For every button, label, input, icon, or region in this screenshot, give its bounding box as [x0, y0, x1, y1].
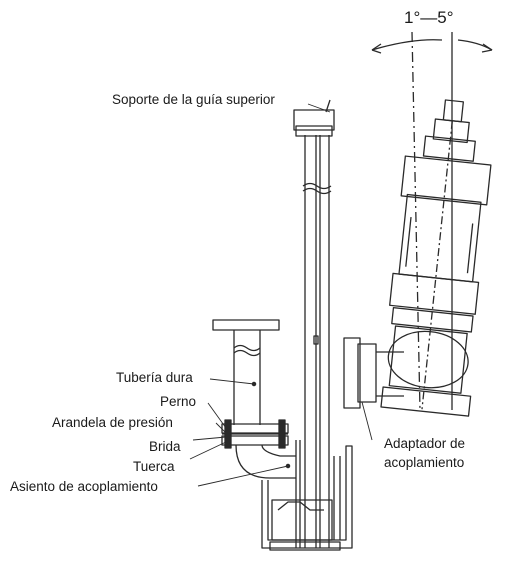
coupling-seat — [235, 440, 353, 551]
lock-washer-label: Arandela de presión — [52, 415, 173, 430]
coupling-adapter — [343, 337, 404, 409]
guide-rail — [293, 99, 335, 548]
flange-joint — [221, 419, 289, 449]
bolt-label: Perno — [160, 394, 197, 409]
upper-guide-bracket-label: Soporte de la guía superior — [112, 92, 275, 107]
tilt-angle-label: 1°—5° — [404, 8, 454, 27]
tilt-angle-indicator — [371, 31, 493, 411]
coupling-adapter-label-line2: acoplamiento — [384, 455, 465, 470]
rigid-pipe — [212, 319, 280, 425]
nut-label: Tuerca — [133, 459, 175, 474]
pump-body — [380, 99, 492, 417]
flange-label: Brida — [149, 439, 181, 454]
coupling-seat-label: Asiento de acoplamiento — [10, 479, 158, 494]
rigid-pipe-label: Tubería dura — [116, 370, 193, 385]
coupling-adapter-label-line1: Adaptador de — [384, 436, 466, 451]
